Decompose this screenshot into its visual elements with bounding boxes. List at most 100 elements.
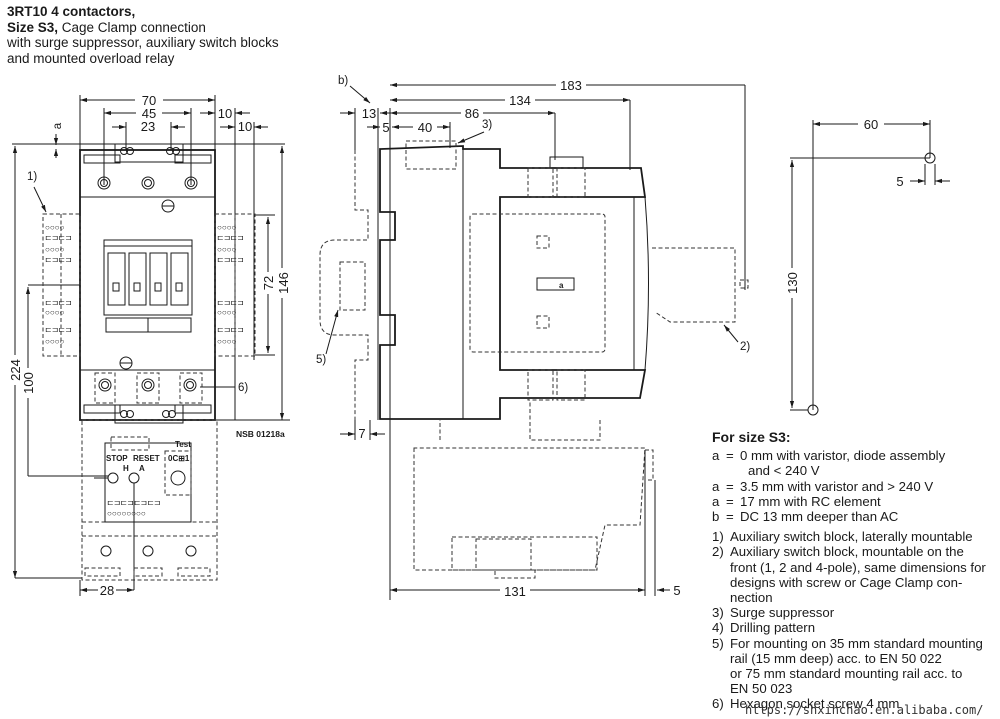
dim-5-side: 5 [382, 120, 389, 135]
svg-text:⊏⊐⊏⊐: ⊏⊐⊏⊐ [217, 233, 244, 242]
hole-top [924, 152, 936, 164]
dim-10-second: 10 [238, 119, 252, 134]
coil-outline [469, 213, 606, 353]
dim-28: 28 [100, 583, 114, 598]
callout-6: 6) [238, 382, 248, 394]
footnote-item: 5) For mounting on 35 mm standard mountin… [712, 636, 1000, 697]
footnote-text: Hexagon socket screw 4 mm [730, 696, 1000, 711]
notes-heading: For size S3: [712, 429, 791, 445]
side-view: b) 183 134 86 13 5 40 3) [316, 75, 750, 600]
def-equals: = [726, 478, 734, 494]
definition-row: a=3.5 mm with varistor and > 240 V [712, 479, 1000, 494]
overload-relay-front: STOP RESET Test H A 0C⊞1 ⊏⊐⊏⊐⊏⊐⊏⊐ ○○○○○○… [81, 419, 218, 590]
notes-panel: For size S3: a = 0 mm with varistor, diode… [712, 429, 1000, 712]
side-center-label: a [559, 281, 564, 290]
def-text: 17 mm with RC element [740, 494, 1000, 509]
definition-row: b=DC 13 mm deeper than AC [712, 509, 1000, 524]
callout-b: b) [338, 75, 348, 87]
footnote-line: designs with screw or Cage Clamp con- [730, 574, 963, 590]
footnote-line: For mounting on 35 mm standard mounting [730, 635, 983, 651]
footnote-line: Drilling pattern [730, 620, 816, 636]
def-equals: = [726, 509, 734, 525]
def-text: 3.5 mm with varistor and > 240 V [740, 479, 1000, 494]
footnote-line: Surge suppressor [730, 605, 835, 621]
footnote-number: 6) [712, 696, 724, 712]
def-text-line: 17 mm with RC element [740, 493, 881, 509]
dim-130: 130 [785, 272, 800, 294]
footnote-line: Auxiliary switch block, laterally mounta… [730, 529, 973, 545]
dim-45: 45 [142, 106, 156, 121]
drilling-pattern: 60 130 5 [784, 116, 950, 416]
dim-60: 60 [864, 117, 878, 132]
dim-224: 224 [8, 359, 23, 381]
definition-row: a=17 mm with RC element [712, 494, 1000, 509]
dim-131: 131 [504, 584, 526, 599]
svg-text:○○○○: ○○○○ [45, 337, 64, 346]
svg-text:○○○○: ○○○○ [217, 337, 236, 346]
footnote-number: 5) [712, 635, 724, 651]
footnote-number: 1) [712, 529, 724, 545]
footnote-text: Drilling pattern [730, 620, 1000, 635]
svg-text:○○○○: ○○○○ [45, 245, 64, 254]
title-connection: Cage Clamp connection [58, 19, 206, 35]
dim-5-hole: 5 [896, 174, 903, 189]
title-line-3: with surge suppressor, auxiliary switch … [7, 35, 279, 50]
stop-label: STOP [106, 454, 128, 463]
front-aux-block [652, 247, 736, 323]
def-key: a [712, 448, 720, 464]
def-text-line: DC 13 mm deeper than AC [740, 509, 899, 525]
dim-100: 100 [21, 372, 36, 394]
footnote-line: Hexagon socket screw 4 mm [730, 696, 900, 712]
svg-text:○○○○: ○○○○ [217, 245, 236, 254]
callout-2: 2) [740, 341, 750, 353]
svg-text:○○○○: ○○○○ [217, 223, 236, 232]
footnote-number: 4) [712, 620, 724, 636]
dim-23: 23 [141, 119, 155, 134]
overload-relay-side [413, 447, 646, 571]
footnote-line: Auxiliary switch block, mountable on the [730, 544, 964, 560]
dim-183: 183 [560, 78, 582, 93]
callout-3: 3) [482, 119, 492, 131]
reset-button [128, 472, 140, 484]
svg-text:⊏⊐⊏⊐: ⊏⊐⊏⊐ [45, 233, 72, 242]
title-line-4: and mounted overload relay [7, 50, 175, 66]
footnote-line: front (1, 2 and 4-pole), same dimensions… [730, 559, 986, 575]
contactor-side-body [379, 145, 647, 420]
svg-text:○○○○: ○○○○ [217, 308, 236, 317]
def-text: DC 13 mm deeper than AC [740, 509, 1000, 524]
def-equals: = [726, 448, 734, 464]
title-size: Size S3, [7, 19, 59, 35]
footnote-line: or 75 mm standard mounting rail acc. to [730, 666, 963, 682]
callout-5: 5) [316, 354, 326, 366]
footnote-line: EN 50 023 [730, 681, 793, 697]
def-text-line: 3.5 mm with varistor and > 240 V [740, 478, 934, 494]
svg-text:⊏⊐⊏⊐: ⊏⊐⊏⊐ [45, 298, 72, 307]
drawing-code: NSB 01218a [236, 429, 285, 439]
svg-text:⊏⊐⊏⊐: ⊏⊐⊏⊐ [45, 255, 72, 264]
dim-72: 72 [261, 276, 276, 290]
footnote-text: Auxiliary switch block, laterally mounta… [730, 529, 1000, 544]
svg-text:○○○○: ○○○○ [45, 308, 64, 317]
dim-70: 70 [142, 93, 156, 108]
dim-146: 146 [276, 272, 291, 294]
mounting-rail [319, 150, 369, 420]
dim-10-first: 10 [218, 106, 232, 121]
front-view: 70 45 23 10 10 a 224 100 [6, 92, 291, 598]
svg-text:⊏⊐⊏⊐: ⊏⊐⊏⊐ [217, 255, 244, 264]
dim-134: 134 [509, 93, 531, 108]
footnote-number: 3) [712, 605, 724, 621]
footnote-item: 4) Drilling pattern [712, 620, 1000, 635]
dim-13: 13 [362, 106, 376, 121]
footnote-text: Surge suppressor [730, 605, 1000, 620]
title-line-1: 3RT10 4 contactors, [7, 4, 136, 19]
relay-display: 0C⊞1 [168, 454, 190, 463]
def-text-line: 0 mm with varistor, diode assembly [740, 448, 946, 464]
reset-label: RESET [133, 454, 160, 463]
dim-40: 40 [418, 120, 432, 135]
def-key: a [712, 493, 720, 509]
callout-1: 1) [27, 171, 37, 183]
footnote-item: 1) Auxiliary switch block, laterally moun… [712, 529, 1000, 544]
svg-text:○○○○: ○○○○ [45, 223, 64, 232]
